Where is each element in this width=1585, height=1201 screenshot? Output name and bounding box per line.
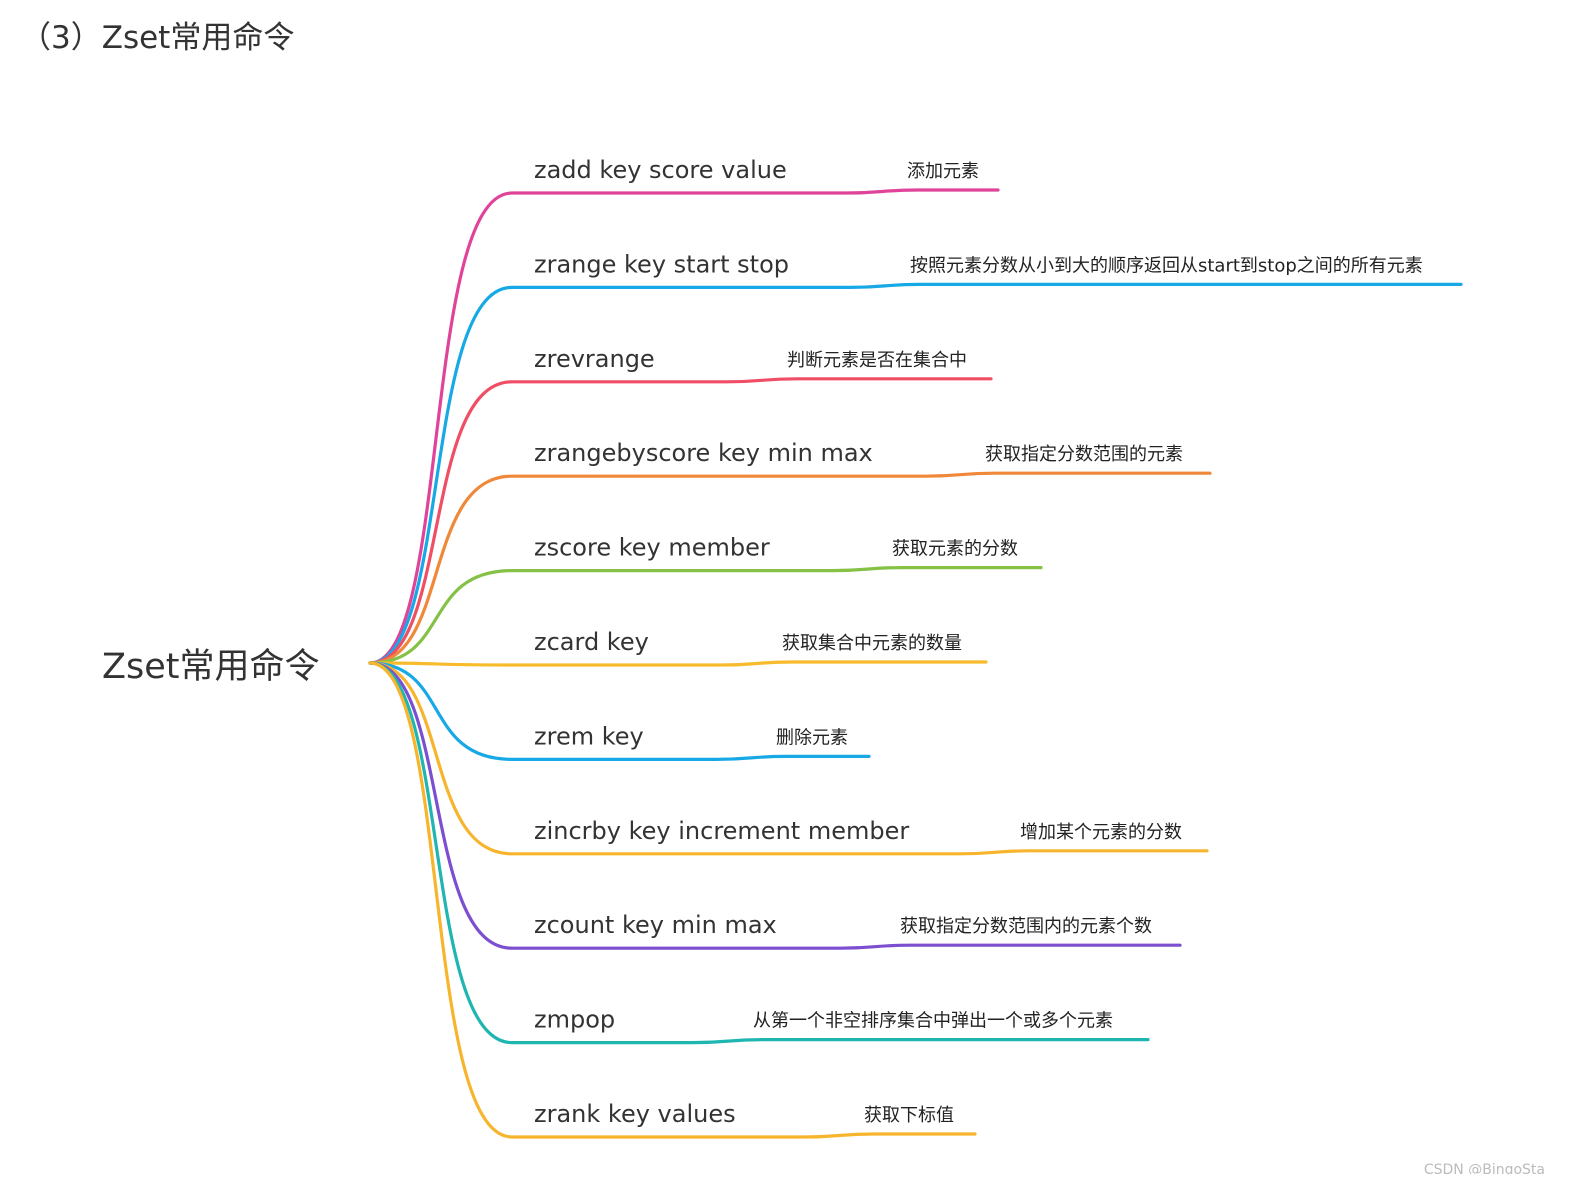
branch-connector xyxy=(368,660,988,667)
command-label: zcount key min max xyxy=(534,911,777,939)
description-label: 删除元素 xyxy=(776,727,848,748)
branch-connector xyxy=(368,661,1182,950)
command-label: zmpop xyxy=(534,1006,615,1034)
branch-connector xyxy=(368,661,871,761)
description-label: 获取指定分数范围内的元素个数 xyxy=(900,916,1152,937)
description-label: 从第一个非空排序集合中弹出一个或多个元素 xyxy=(753,1011,1113,1032)
description-label: 判断元素是否在集合中 xyxy=(787,350,967,371)
branch-connector xyxy=(368,282,1463,665)
command-label: zrangebyscore key min max xyxy=(534,439,873,467)
command-label: zadd key score value xyxy=(534,156,787,184)
branch-connector xyxy=(368,188,1000,665)
watermark: CSDN @BingoSta xyxy=(1423,1162,1545,1174)
command-label: zrevrange xyxy=(534,345,655,373)
command-label: zrank key values xyxy=(534,1100,736,1128)
mindmap-nodes: zadd key score value 添加元素 zrange key start… xyxy=(534,156,1423,1128)
command-label: zcard key xyxy=(534,628,649,656)
description-label: 添加元素 xyxy=(907,161,979,182)
description-label: 获取下标值 xyxy=(864,1105,954,1126)
branch-connector xyxy=(368,566,1043,665)
command-label: zincrby key increment member xyxy=(534,817,909,845)
description-label: 获取元素的分数 xyxy=(892,539,1018,560)
page-heading: （3）Zset常用命令 xyxy=(20,20,295,56)
command-label: zscore key member xyxy=(534,534,770,562)
description-label: 按照元素分数从小到大的顺序返回从start到stop之间的所有元素 xyxy=(910,255,1423,276)
description-label: 获取集合中元素的数量 xyxy=(782,633,962,654)
mindmap-edges xyxy=(368,188,1463,1139)
branch-connector xyxy=(368,471,1212,665)
command-label: zrem key xyxy=(534,722,644,750)
description-label: 获取指定分数范围的元素 xyxy=(985,444,1183,465)
command-label: zrange key start stop xyxy=(534,250,789,278)
branch-connector xyxy=(368,661,977,1139)
branch-connector xyxy=(368,661,1150,1045)
branch-connector xyxy=(368,661,1209,856)
description-label: 增加某个元素的分数 xyxy=(1020,822,1182,843)
root-node-label: Zset常用命令 xyxy=(102,647,319,687)
branch-connector xyxy=(368,377,993,665)
